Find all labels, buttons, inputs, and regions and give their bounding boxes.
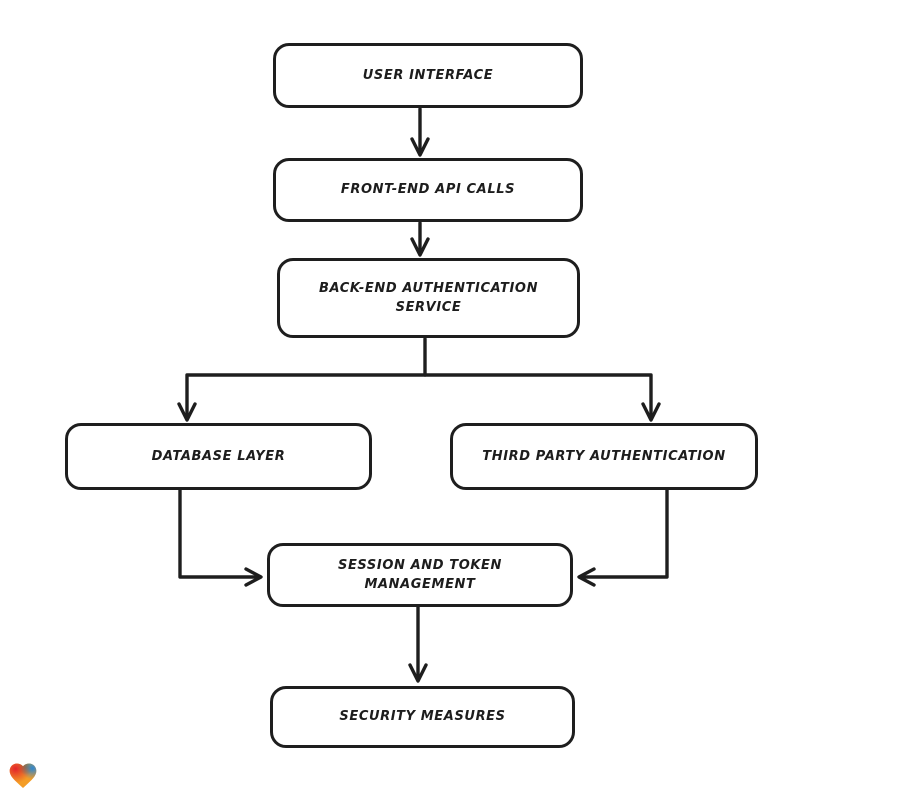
node-back-end-auth-service[interactable]: BACK-END AUTHENTICATION SERVICE	[277, 258, 580, 338]
node-label: DATABASE LAYER	[151, 448, 286, 464]
gradient-heart-logo	[9, 763, 37, 788]
node-label: THIRD PARTY AUTHENTICATION	[482, 448, 726, 464]
node-third-party-auth[interactable]: THIRD PARTY AUTHENTICATION	[450, 423, 758, 490]
edge-back-end-auth-service-to-database-layer-and-third-party-auth	[177, 337, 661, 422]
edge-user-interface-to-front-end-api-calls	[410, 107, 430, 157]
node-label: SECURITY MEASURES	[339, 709, 506, 725]
node-label: BACK-END AUTHENTICATION SERVICE	[318, 280, 539, 316]
node-database-layer[interactable]: DATABASE LAYER	[65, 423, 372, 490]
edge-front-end-api-calls-to-back-end-auth-service	[410, 221, 430, 257]
node-security-measures[interactable]: SECURITY MEASURES	[270, 686, 575, 748]
edge-session-token-management-to-security-measures	[408, 605, 428, 683]
edge-third-party-auth-to-session-token-management	[577, 488, 669, 587]
node-front-end-api-calls[interactable]: FRONT-END API CALLS	[273, 158, 583, 222]
node-label: USER INTERFACE	[362, 67, 494, 83]
heart-shape	[9, 763, 37, 788]
node-label: SESSION AND TOKEN MANAGEMENT	[337, 557, 502, 593]
node-user-interface[interactable]: USER INTERFACE	[273, 43, 583, 108]
edge-database-layer-to-session-token-management	[178, 488, 263, 587]
node-session-token-management[interactable]: SESSION AND TOKEN MANAGEMENT	[267, 543, 573, 607]
node-label: FRONT-END API CALLS	[340, 182, 516, 198]
